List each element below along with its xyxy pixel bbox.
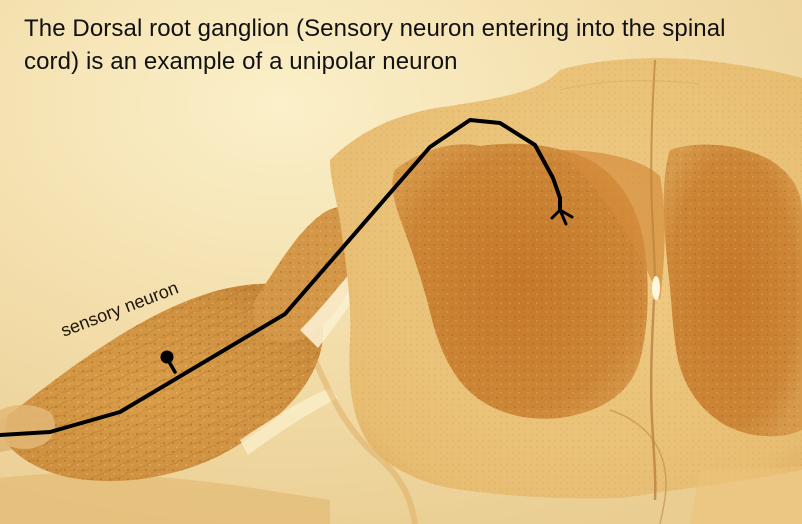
sensory-neuron-path bbox=[0, 118, 562, 437]
axon-terminal bbox=[550, 208, 574, 226]
cell-body-dot bbox=[160, 350, 174, 364]
slide-caption: The Dorsal root ganglion (Sensory neuron… bbox=[24, 15, 726, 75]
